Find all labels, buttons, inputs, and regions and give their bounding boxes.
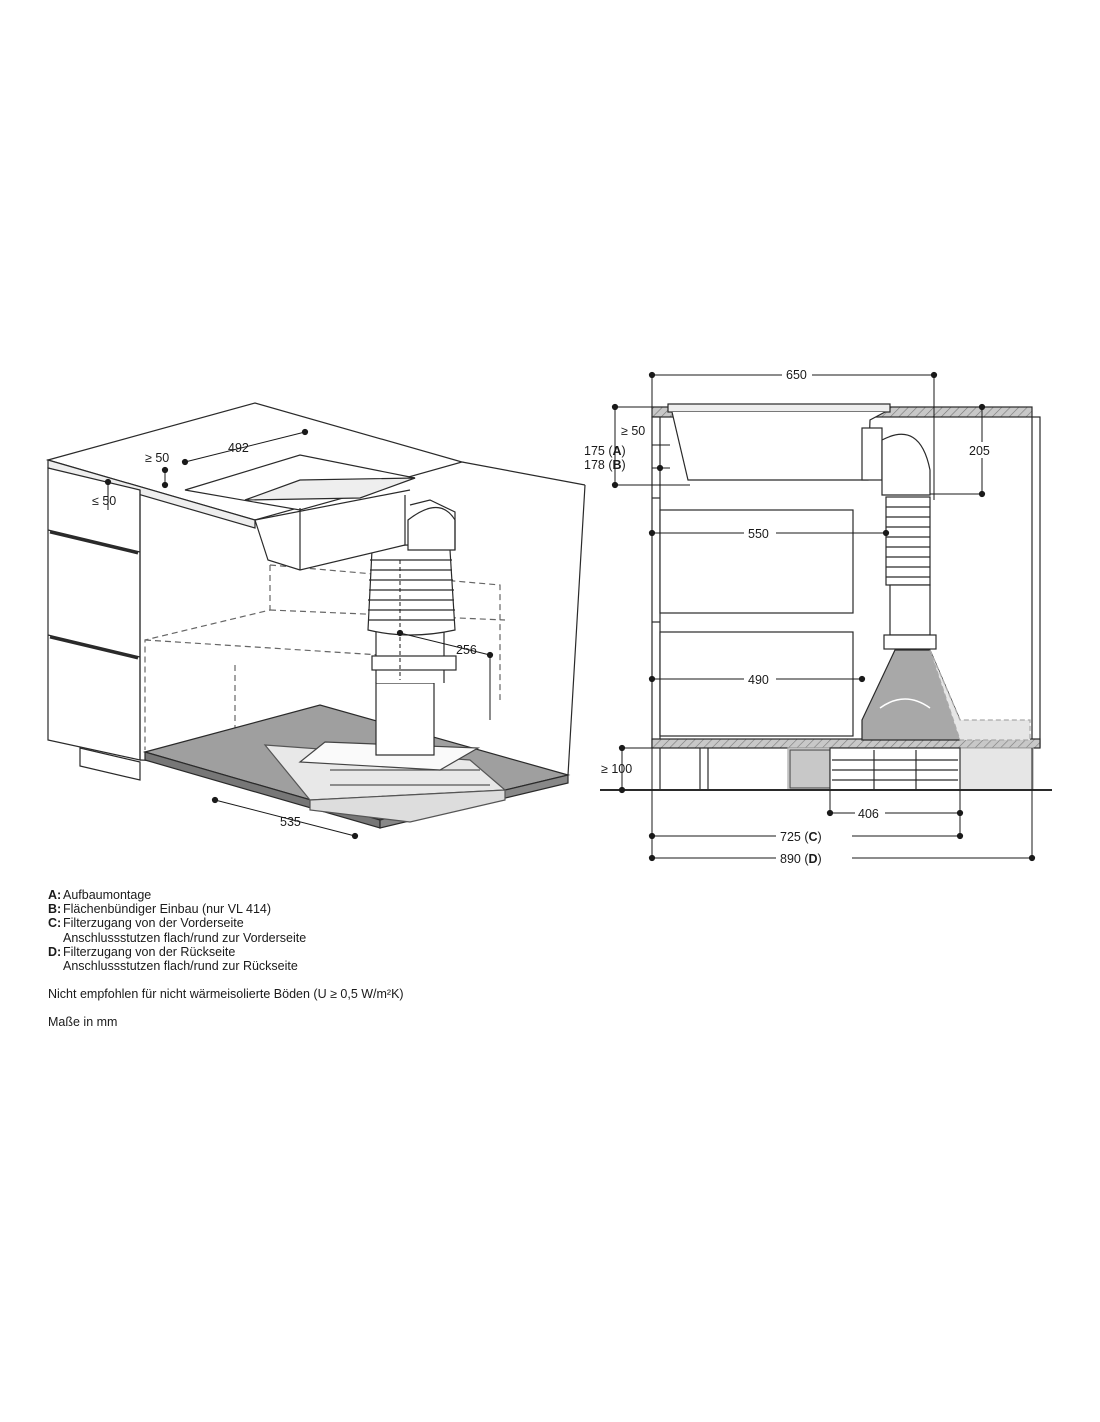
dim-490: 490 (748, 673, 769, 687)
left-dimensions (104, 428, 494, 840)
dim-178-value: 178 ( (584, 458, 613, 472)
insulation-note: Nicht empfohlen für nicht wärmeisolierte… (48, 987, 404, 1001)
dim-205: 205 (969, 444, 990, 458)
legend-item-a: A:Aufbaumontage (48, 888, 152, 902)
dim-725: 725 (C) (780, 830, 822, 844)
right-dimension-labels: 650 ≥ 50 175 (A) 178 (B) 205 550 490 ≥ 1… (584, 366, 998, 866)
dim-178-key: B (613, 458, 622, 472)
drawer-outlines (144, 564, 506, 750)
dim-550: 550 (748, 527, 769, 541)
dim-plinth-min: ≥ 100 (601, 762, 632, 776)
duct-elbow (881, 433, 931, 496)
installation-drawing: 492 ≥ 50 ≤ 50 256 535 (45, 366, 1052, 866)
legend-item-c-sub: Anschlussstutzen flach/rund zur Vorderse… (63, 930, 307, 945)
hood-body (184, 454, 416, 571)
legend-item-d-sub: Anschlussstutzen flach/rund zur Rückseit… (63, 959, 298, 974)
isometric-view (45, 402, 586, 829)
duct (367, 499, 457, 756)
dim-top-max: ≤ 50 (92, 494, 116, 508)
dim-406: 406 (858, 807, 879, 821)
right-dimensions (611, 371, 1036, 862)
dim-650: 650 (786, 368, 807, 382)
units-note: Maße in mm (48, 1015, 118, 1029)
hood-tray (671, 411, 886, 481)
legend-item-d: D:Filterzugang von der Rückseite (48, 944, 236, 959)
dim-top-min: ≥ 50 (621, 424, 645, 438)
cabinet-front (47, 467, 141, 781)
dim-175-value: 175 ( (584, 444, 613, 458)
left-dimension-labels: 492 ≥ 50 ≤ 50 256 535 (92, 441, 477, 829)
dim-175-key: A (613, 444, 622, 458)
dim-front-min: ≥ 50 (145, 451, 169, 465)
dim-890: 890 (D) (780, 852, 822, 866)
legend-item-c: C:Filterzugang von der Vorderseite (48, 916, 244, 931)
flex-duct (883, 496, 937, 650)
dim-492: 492 (228, 441, 249, 455)
dim-175: 175 (A) (584, 444, 626, 458)
legend: A:Aufbaumontage B:Flächenbündiger Einbau… (48, 888, 306, 973)
dim-256: 256 (456, 643, 477, 657)
legend-item-b: B:Flächenbündiger Einbau (nur VL 414) (48, 902, 272, 917)
cabinet-floor (651, 738, 1041, 749)
dim-178: 178 (B) (584, 458, 626, 472)
dim-535: 535 (280, 815, 301, 829)
section-view (600, 403, 1052, 791)
plinth-filter (787, 747, 1034, 791)
